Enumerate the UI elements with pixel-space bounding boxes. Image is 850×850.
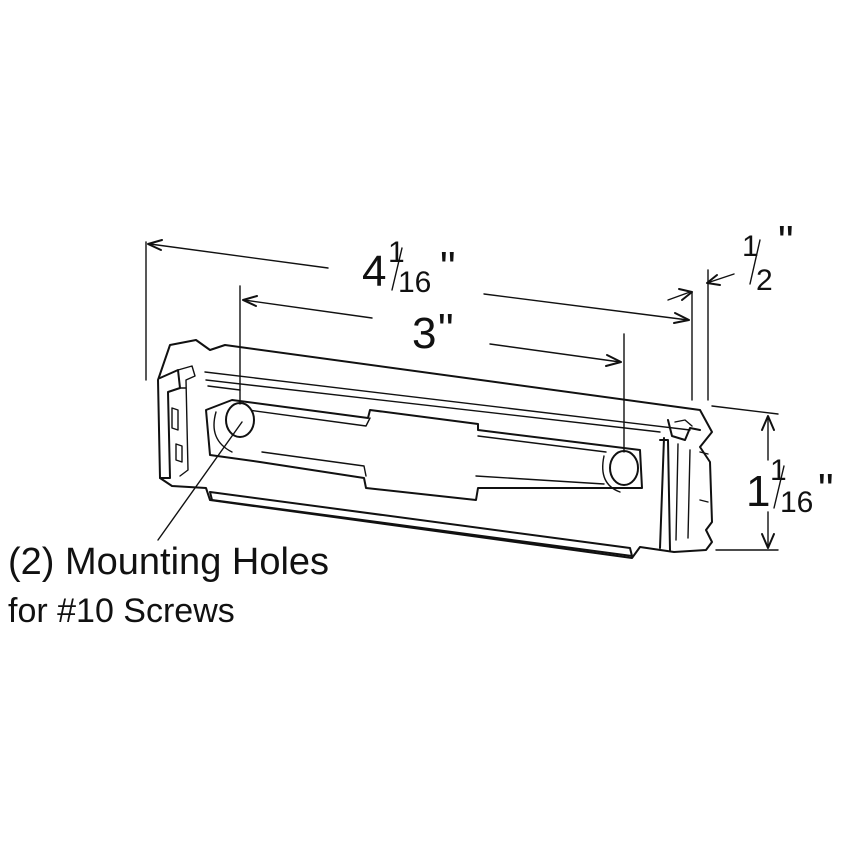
dim-spacing-unit: " <box>438 305 454 354</box>
arrowhead <box>242 295 258 307</box>
callout-line-2: for #10 Screws <box>8 592 235 630</box>
dim-overall-unit: " <box>440 243 456 292</box>
dim-height-denominator: 16 <box>780 486 813 519</box>
leader-line <box>157 421 243 541</box>
dim-height-numerator: 1 <box>770 454 787 487</box>
bracket-lower-flange <box>209 491 633 557</box>
bracket-right-end <box>659 419 701 551</box>
dim-spacing-whole: 3 <box>412 309 436 358</box>
arrowhead <box>706 274 721 286</box>
dim-overall-denominator: 16 <box>398 266 431 299</box>
dimension-overall-length: 4 1 16 " <box>145 236 693 401</box>
dimension-thickness: 1 2 " <box>667 217 794 401</box>
arrowhead <box>678 288 693 301</box>
dim-thickness-unit: " <box>778 217 794 266</box>
dimension-label-thickness: 1 2 " <box>742 217 794 297</box>
dim-overall-whole: 4 <box>362 247 386 296</box>
dimension-label-overall-length: 4 1 16 " <box>362 236 456 299</box>
dimension-line-spacing-right <box>489 343 621 363</box>
dimension-line-spacing-left <box>243 299 373 319</box>
callout-line-1: (2) Mounting Holes <box>8 541 329 583</box>
bracket-inner-cavity <box>205 399 643 501</box>
dimension-line-overall-right <box>483 293 689 321</box>
bracket-cavity-ledge <box>247 409 607 485</box>
bracket-right-end-detail <box>674 419 709 541</box>
arrowhead <box>761 533 775 549</box>
arrowhead <box>147 239 163 251</box>
dim-overall-numerator: 1 <box>388 236 405 269</box>
fraction-bar <box>749 239 761 285</box>
dimension-line-thickness-right <box>709 273 735 283</box>
dimension-label-height: 1 1 16 " <box>746 454 834 519</box>
dimension-hole-spacing: 3 " <box>239 285 625 453</box>
mounting-hole-left <box>213 402 255 453</box>
dim-thickness-numerator: 1 <box>742 230 759 263</box>
arrowhead <box>761 415 775 431</box>
dimension-height: 1 1 16 " <box>711 405 834 551</box>
mounting-hole-right <box>602 450 639 493</box>
bracket-top-rail <box>204 371 691 433</box>
callout-mounting-holes: (2) Mounting Holes for #10 Screws <box>8 421 329 630</box>
bracket-left-end <box>159 369 181 479</box>
fraction-bar <box>773 465 785 509</box>
dimension-line-overall-left <box>149 243 329 269</box>
dim-height-unit: " <box>818 465 834 514</box>
dimension-line-thickness-left <box>667 291 691 301</box>
extension-line-height-top <box>711 405 779 415</box>
dimension-label-hole-spacing: 3 " <box>412 305 454 358</box>
arrowhead <box>673 312 690 324</box>
mounting-bracket <box>157 339 713 559</box>
dim-height-whole: 1 <box>746 467 770 516</box>
arrowhead <box>605 354 622 367</box>
dim-thickness-denominator: 2 <box>756 264 773 297</box>
fraction-bar <box>391 247 403 291</box>
bracket-left-end-detail <box>171 365 196 477</box>
